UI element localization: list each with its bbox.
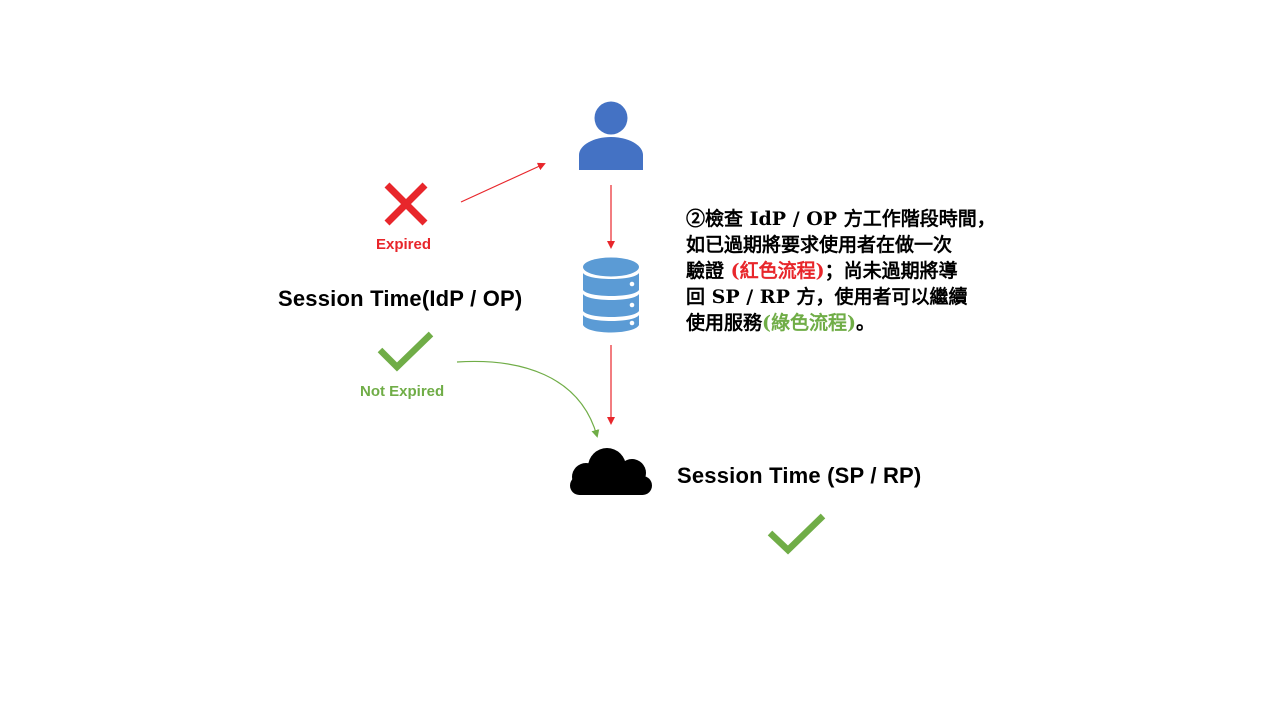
red-arrow-expired-to-user (460, 162, 546, 203)
green-arrow-not-expired-to-cloud (456, 360, 600, 438)
sp-session-time-title: Session Time (SP / RP) (677, 463, 922, 488)
database-server-icon (583, 257, 639, 333)
description-line: 回 SP / RP 方，使用者可以繼續 (686, 286, 968, 308)
green-flow-label: (綠色流程) (762, 312, 856, 334)
description-line: 驗證 (紅色流程)；尚未過期將導 (686, 258, 1016, 284)
not-expired-label: Not Expired (360, 383, 445, 400)
cloud-icon (570, 448, 652, 495)
description-line: 如已過期將要求使用者在做一次 (686, 234, 953, 256)
description-text-segment: 使用服務 (686, 312, 763, 334)
check-mark-icon (767, 513, 826, 555)
description-text: ②檢查 IdP / OP 方工作階段時間， 如已過期將要求使用者在做一次 驗證 … (686, 206, 1016, 336)
description-text-segment: ；尚未過期將導 (824, 260, 958, 282)
description-line: 使用服務(綠色流程)。 (686, 310, 1016, 336)
idp-session-time-title: Session Time(IdP / OP) (278, 286, 523, 311)
description-line: ②檢查 IdP / OP 方工作階段時間， (686, 208, 996, 230)
check-mark-icon (377, 331, 434, 372)
description-text-segment: 。 (856, 312, 876, 334)
user-icon (579, 101, 643, 170)
description-text-segment: 驗證 (686, 260, 731, 282)
x-mark-icon (384, 182, 428, 226)
red-flow-label: (紅色流程) (730, 260, 825, 282)
expired-label: Expired (376, 236, 432, 253)
